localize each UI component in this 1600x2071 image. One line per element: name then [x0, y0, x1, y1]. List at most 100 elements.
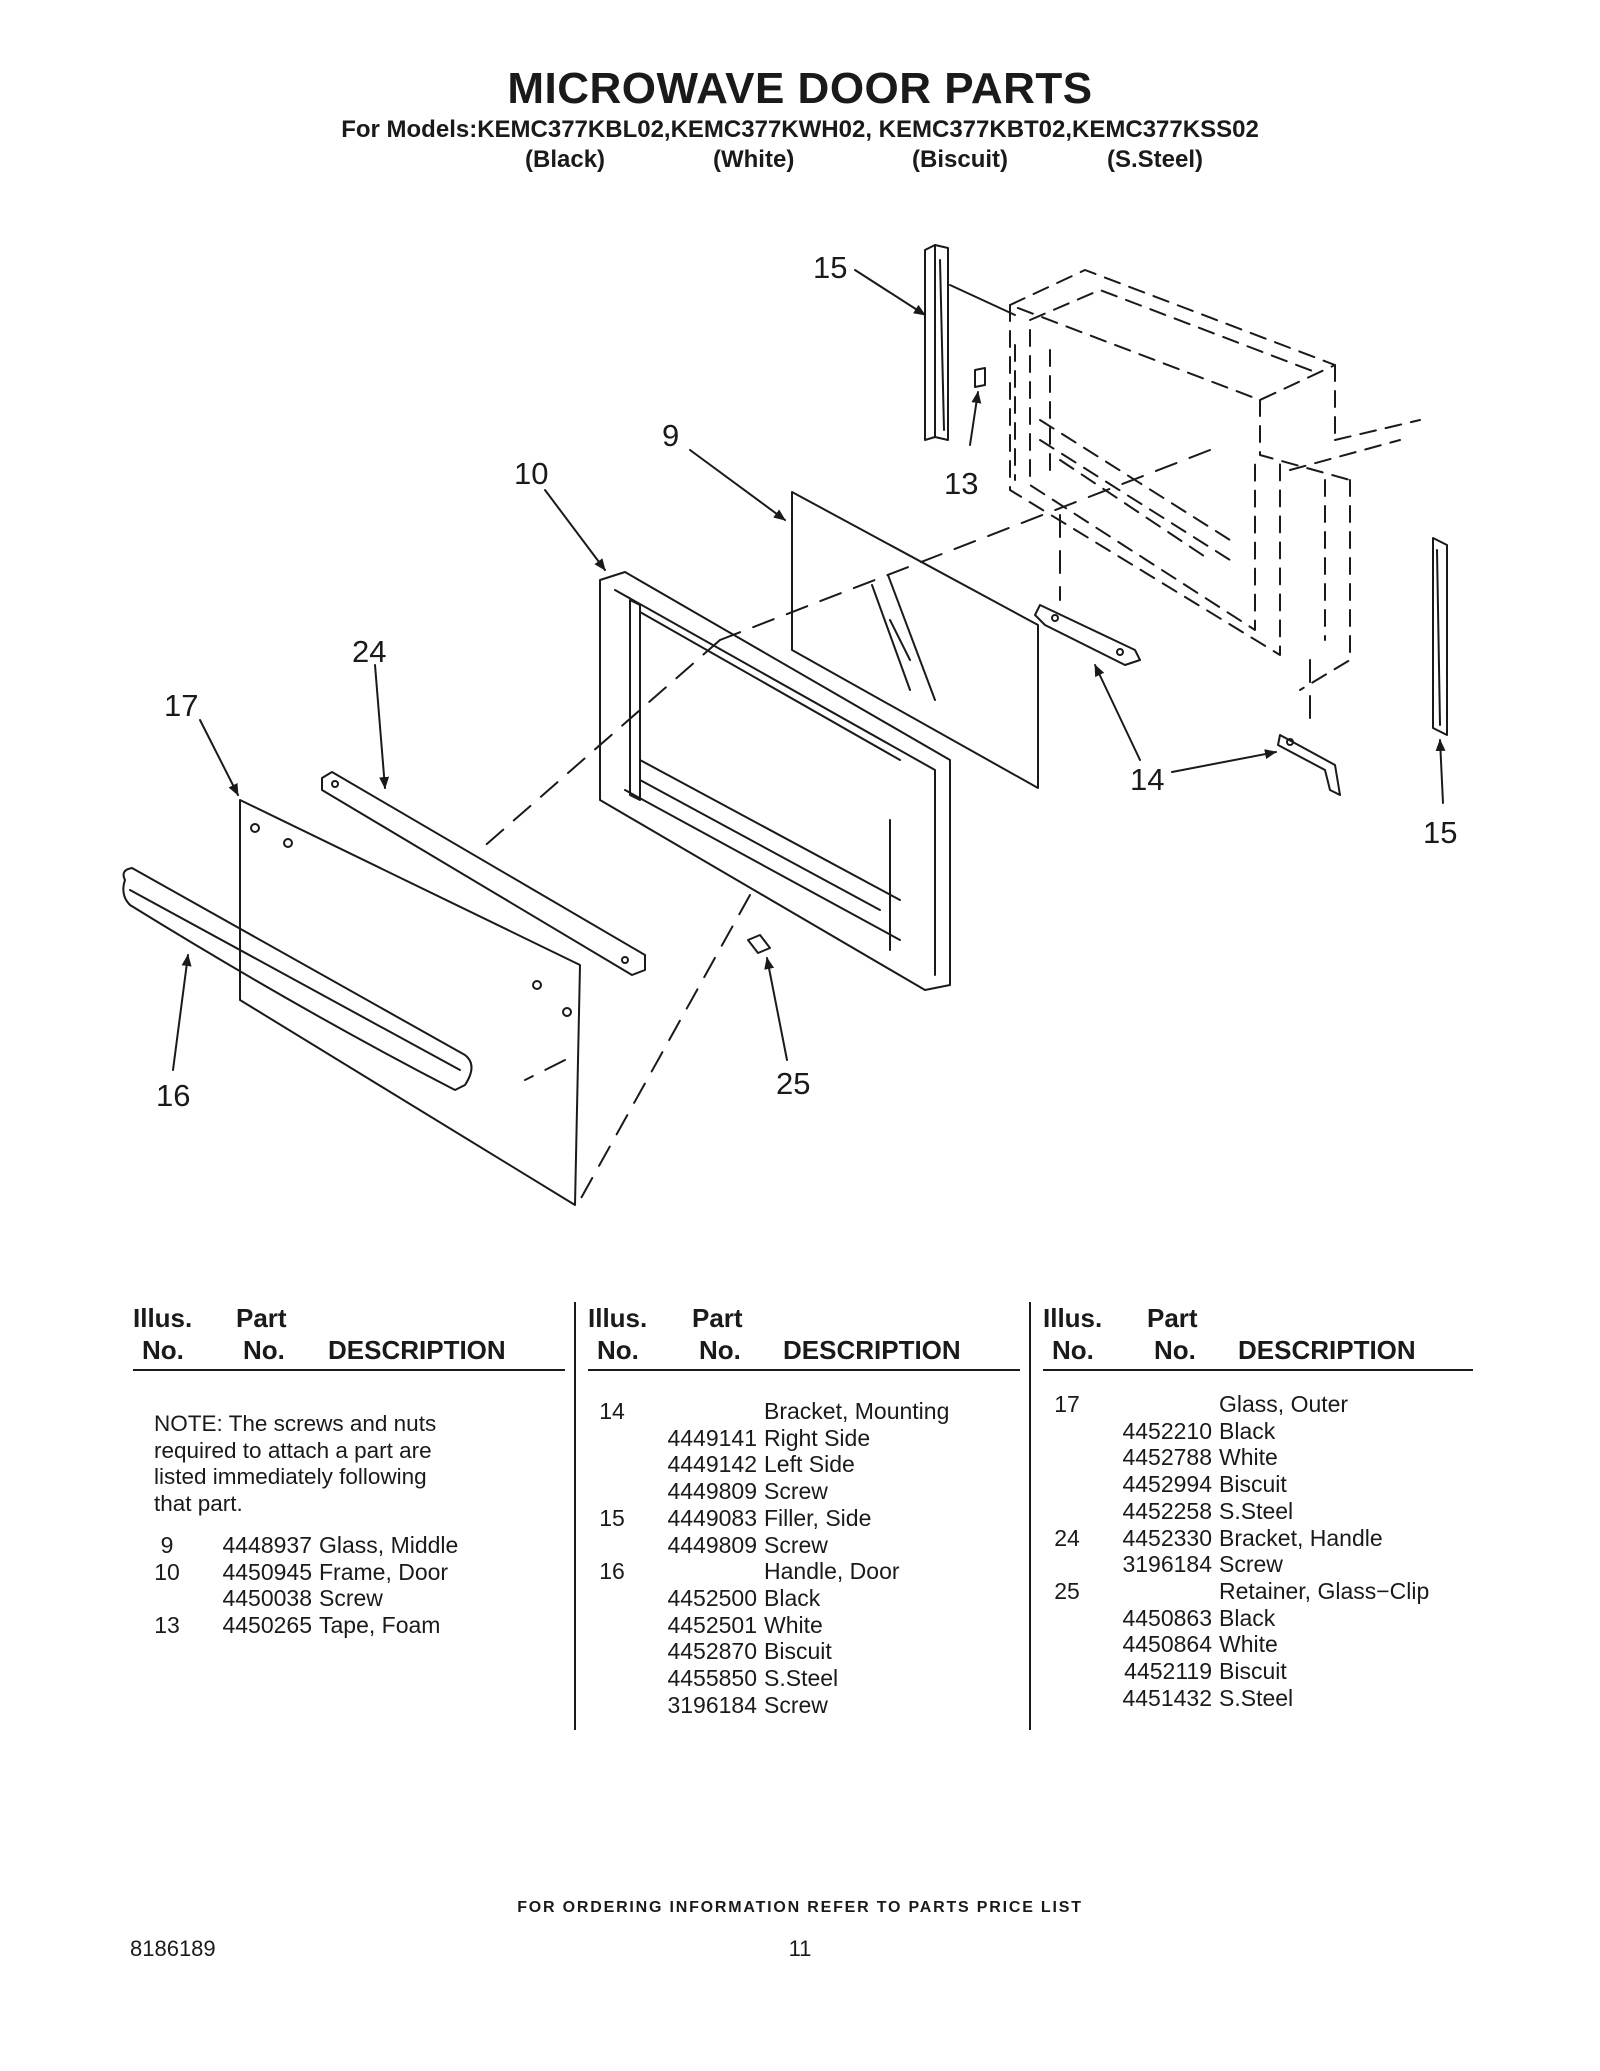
header-description: DESCRIPTION	[783, 1335, 961, 1365]
header-part: Part	[236, 1303, 287, 1333]
illus-number: 24	[1054, 1524, 1080, 1551]
callout-13: 13	[944, 466, 978, 501]
part-description: Screw	[764, 1478, 828, 1505]
part-number: 3196184	[1122, 1551, 1212, 1578]
mounting-bracket-right	[1277, 734, 1341, 796]
header-rule	[588, 1369, 1020, 1371]
part-row: 4449809 Screw	[592, 1478, 1032, 1505]
variant-biscuit: (Biscuit)	[912, 146, 1008, 173]
header-rule	[1043, 1369, 1473, 1371]
note-line: listed immediately following	[154, 1464, 427, 1489]
part-description: Retainer, Glass−Clip	[1219, 1577, 1430, 1604]
part-description: Tape, Foam	[319, 1612, 441, 1639]
part-row: 25 Retainer, Glass−Clip	[1047, 1578, 1487, 1605]
variant-steel: (S.Steel)	[1107, 146, 1204, 173]
part-number: 4448937	[222, 1532, 312, 1558]
part-description: White	[764, 1611, 823, 1638]
outer-glass	[239, 799, 581, 1206]
header-illus-no: No.	[1052, 1335, 1094, 1365]
part-description: Glass, Middle	[319, 1532, 459, 1558]
part-number: 4452870	[667, 1638, 757, 1665]
illus-number: 15	[599, 1504, 625, 1531]
note-line: NOTE: The screws and nuts	[154, 1411, 437, 1436]
header-part-no: No.	[699, 1335, 741, 1365]
part-number: 4452788	[1122, 1444, 1212, 1471]
part-description: Screw	[1219, 1551, 1283, 1578]
glass-clip	[747, 934, 771, 954]
column-divider	[1029, 1302, 1031, 1730]
part-description: Screw	[319, 1585, 383, 1612]
handle-bracket	[321, 771, 646, 976]
middle-glass	[791, 491, 1039, 789]
mounting-bracket-left	[1034, 604, 1141, 666]
callout-17: 17	[164, 688, 198, 723]
part-description: Screw	[764, 1691, 828, 1718]
header-illus: Illus.	[588, 1303, 648, 1333]
cabinet-outline	[1009, 269, 1421, 691]
part-number: 3196184	[667, 1691, 757, 1718]
ordering-info: FOR ORDERING INFORMATION REFER TO PARTS …	[517, 1899, 1083, 1916]
page-number: 11	[788, 1936, 812, 1961]
part-number: 4449809	[667, 1478, 757, 1505]
illus-number: 25	[1054, 1577, 1080, 1604]
note-line: required to attach a part are	[154, 1437, 432, 1463]
part-description: Filler, Side	[764, 1504, 872, 1531]
part-number: 4449083	[667, 1504, 757, 1531]
header-description: DESCRIPTION	[1238, 1335, 1416, 1365]
document-number: 8186189	[130, 1936, 216, 1961]
part-number: 4450945	[222, 1558, 312, 1585]
part-number: 4449142	[667, 1451, 757, 1478]
part-number: 4451432	[1122, 1684, 1212, 1711]
part-description: Bracket, Mounting	[764, 1398, 950, 1424]
part-number: 4449809	[667, 1531, 757, 1558]
part-description: Bracket, Handle	[1219, 1524, 1383, 1551]
header-part: Part	[692, 1303, 743, 1333]
part-description: S.Steel	[764, 1665, 839, 1691]
header-illus: Illus.	[133, 1303, 193, 1333]
part-description: S.Steel	[1219, 1497, 1294, 1524]
header-illus-no: No.	[597, 1335, 639, 1365]
part-description: S.Steel	[1219, 1684, 1294, 1711]
header-description: DESCRIPTION	[328, 1335, 506, 1365]
part-description: Handle, Door	[764, 1558, 900, 1585]
foam-tape	[974, 367, 986, 388]
exploded-parts-diagram: 15 13 9 10 24 17 14 15 16 25	[122, 244, 1457, 1206]
part-description: White	[1219, 1631, 1278, 1658]
part-description: Glass, Outer	[1219, 1391, 1349, 1417]
part-number: 4449141	[667, 1424, 757, 1451]
model-list: For Models:KEMC377KBL02,KEMC377KWH02, KE…	[341, 116, 1259, 143]
header-illus-no: No.	[142, 1335, 184, 1365]
callout-15-top: 15	[813, 250, 847, 285]
alignment-lines	[479, 449, 1311, 1201]
part-number: 4450265	[222, 1612, 312, 1639]
part-number: 4450863	[1122, 1604, 1212, 1631]
part-description: Biscuit	[1219, 1471, 1287, 1498]
part-number: 4452330	[1122, 1524, 1212, 1551]
part-number: 4452119	[1124, 1658, 1212, 1684]
door-frame	[599, 571, 951, 991]
page-title: MICROWAVE DOOR PARTS	[507, 64, 1093, 113]
note: NOTE: The screws and nuts required to at…	[154, 1411, 436, 1517]
part-description: Screw	[764, 1531, 828, 1558]
callout-14: 14	[1130, 762, 1164, 797]
part-row: 15 4449083 Filler, Side	[592, 1505, 1032, 1532]
part-number: 4452258	[1122, 1497, 1212, 1524]
callout-25: 25	[776, 1066, 810, 1101]
part-description: Black	[1219, 1417, 1276, 1444]
part-description: Black	[764, 1584, 821, 1611]
